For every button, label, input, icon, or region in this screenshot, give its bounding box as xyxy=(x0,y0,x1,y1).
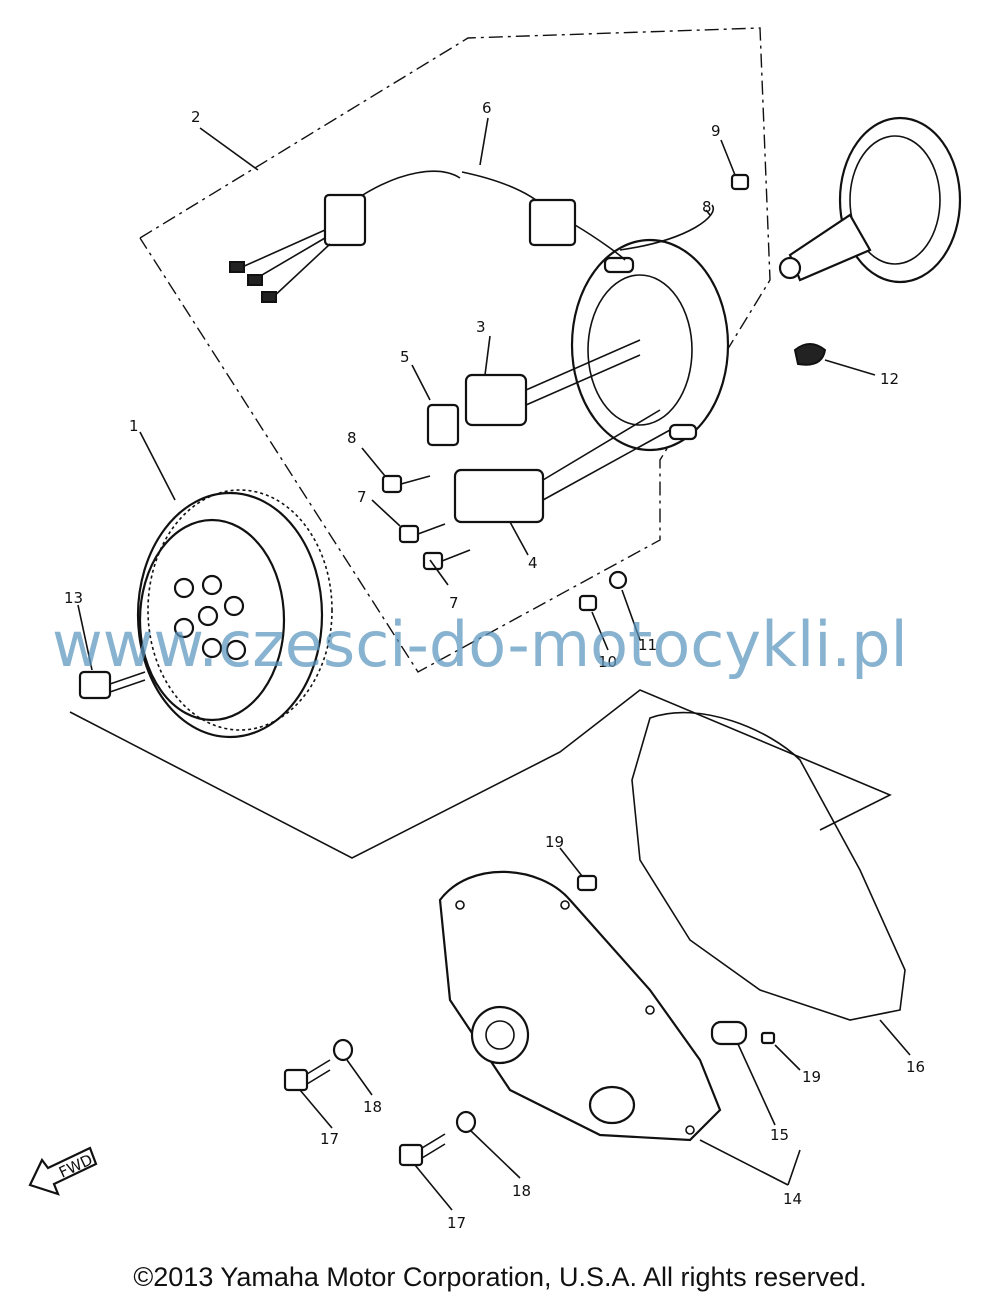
crankshaft-housing xyxy=(778,116,962,284)
callout-labels: 1 2 3 4 5 6 7 7 8 8 9 10 11 12 13 14 15 … xyxy=(64,99,925,1232)
callout-1: 1 xyxy=(129,417,139,435)
cover-bolts xyxy=(283,1038,477,1167)
callout-11: 11 xyxy=(638,636,657,654)
callout-7a: 7 xyxy=(357,488,367,506)
callout-3: 3 xyxy=(476,318,486,336)
callout-15: 15 xyxy=(770,1126,789,1144)
callout-12: 12 xyxy=(880,370,899,388)
callout-2: 2 xyxy=(191,108,201,126)
callout-5: 5 xyxy=(400,348,410,366)
callout-17a: 17 xyxy=(320,1130,339,1148)
callout-4: 4 xyxy=(528,554,538,572)
source-coil xyxy=(426,403,460,447)
woodruff-key xyxy=(793,343,827,366)
plug-19-right xyxy=(760,1031,776,1045)
callout-9: 9 xyxy=(711,122,721,140)
callout-19a: 19 xyxy=(545,833,564,851)
pickup-coil xyxy=(464,339,641,427)
leader-lines xyxy=(77,117,911,1211)
callout-6: 6 xyxy=(482,99,492,117)
callout-18a: 18 xyxy=(363,1098,382,1116)
coil-screws xyxy=(381,474,471,571)
callout-8b: 8 xyxy=(702,198,712,216)
callout-8a: 8 xyxy=(347,429,357,447)
stator-base-plate xyxy=(570,238,730,452)
callout-19b: 19 xyxy=(802,1068,821,1086)
callout-13: 13 xyxy=(64,589,83,607)
website-watermark: www.czesci-do-motocykli.pl xyxy=(52,608,908,681)
dowel-pin xyxy=(710,1020,748,1046)
plug-19-top xyxy=(576,874,598,892)
callout-14: 14 xyxy=(783,1190,802,1208)
fwd-label: FWD xyxy=(56,1151,95,1182)
washer-11 xyxy=(608,570,628,590)
forward-arrow: FWD xyxy=(28,1146,98,1196)
charge-coil xyxy=(453,409,671,524)
cover-gasket xyxy=(631,711,906,1021)
callout-17b: 17 xyxy=(447,1214,466,1232)
screw-10 xyxy=(578,594,598,612)
crankcase-cover xyxy=(438,870,722,1142)
callout-18b: 18 xyxy=(512,1182,531,1200)
lead-screw xyxy=(730,173,750,191)
callout-7b: 7 xyxy=(449,594,459,612)
callout-10: 10 xyxy=(598,653,617,671)
flywheel-rotor xyxy=(136,489,333,739)
lower-assembly-boundary xyxy=(69,689,892,859)
wire-harness xyxy=(229,170,715,303)
rotor-bolt xyxy=(78,670,146,700)
copyright-notice: ©2013 Yamaha Motor Corporation, U.S.A. A… xyxy=(133,1262,867,1292)
callout-16: 16 xyxy=(906,1058,925,1076)
